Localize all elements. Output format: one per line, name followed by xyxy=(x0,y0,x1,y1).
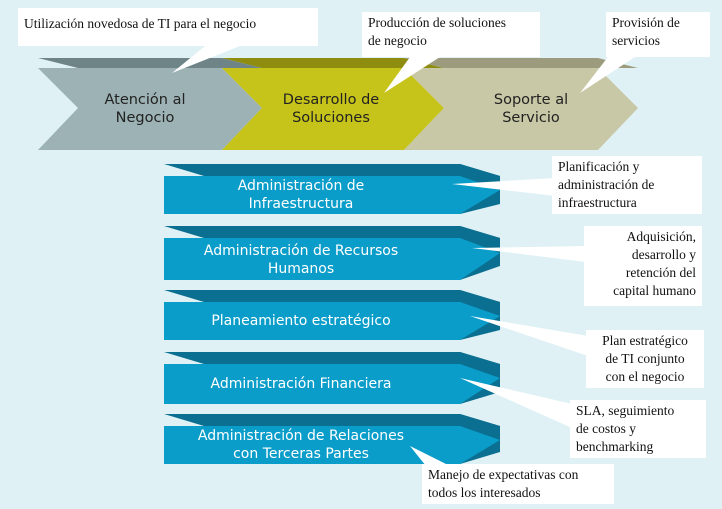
callout-text-produccion: Producción de soluciones de negocio xyxy=(368,15,506,48)
callout-pointer-provision xyxy=(580,57,635,93)
callout-pointer-planificacion xyxy=(452,178,556,196)
bar-administracion-relaciones xyxy=(164,414,500,464)
callout-text-planificacion: Planificación y administración de infrae… xyxy=(558,159,655,210)
bar-text-recursos-humanos: Administración de Recursos Humanos xyxy=(203,242,399,277)
callout-pointer-sla xyxy=(460,378,572,428)
callout-text-sla: SLA, seguimiento de costos y benchmarkin… xyxy=(576,403,675,454)
callout-text-adquisicion: Adquisición, desarrollo y retención del … xyxy=(613,229,696,298)
callout-manejo-expectativas: Manejo de expectativas con todos los int… xyxy=(422,464,614,504)
callout-pointer-manejo xyxy=(410,446,450,466)
callout-sla: SLA, seguimiento de costos y benchmarkin… xyxy=(570,400,706,458)
bar-text-financiera: Administración Financiera xyxy=(210,376,392,392)
bar-text-planeamiento: Planeamiento estratégico xyxy=(211,313,391,329)
callout-adquisicion: Adquisición, desarrollo y retención del … xyxy=(584,226,702,306)
callout-pointer-plan-estrategico xyxy=(470,316,588,356)
bar-administracion-financiera xyxy=(164,352,500,404)
bar-text-relaciones: Administración de Relaciones con Tercera… xyxy=(197,428,405,462)
callout-text-utilizacion: Utilización novedosa de TI para el negoc… xyxy=(24,16,257,31)
callout-pointer-adquisicion xyxy=(472,246,586,262)
callout-text-manejo: Manejo de expectativas con todos los int… xyxy=(428,467,579,500)
chevron-text-atencion: Atención al Negocio xyxy=(104,92,186,126)
callout-planificacion: Planificación y administración de infrae… xyxy=(552,156,702,214)
callout-pointer-utilizacion xyxy=(172,46,240,73)
chevron-soporte-servicio xyxy=(404,58,638,150)
bar-text-infraestructura: Administración de Infraestructura xyxy=(237,178,365,212)
chevron-label-desarrollo: Desarrollo de Soluciones xyxy=(256,86,406,132)
bar-label-recursos-humanos: Administración de Recursos Humanos xyxy=(168,239,434,280)
callout-produccion-soluciones: Producción de soluciones de negocio xyxy=(362,12,540,57)
bar-administracion-infraestructura xyxy=(164,164,500,214)
callout-plan-estrategico: Plan estratégico de TI conjunto con el n… xyxy=(586,330,704,388)
callout-text-provision: Provisión de servicios xyxy=(612,15,680,48)
bar-administracion-recursos-humanos xyxy=(164,226,500,280)
chevron-text-soporte: Soporte al Servicio xyxy=(493,92,569,126)
bar-label-planeamiento: Planeamiento estratégico xyxy=(168,302,434,340)
bar-label-financiera: Administración Financiera xyxy=(168,364,434,404)
callout-provision-servicios: Provisión de servicios xyxy=(606,12,710,57)
bar-label-infraestructura: Administración de Infraestructura xyxy=(168,176,434,214)
chevron-label-atencion: Atención al Negocio xyxy=(70,86,220,132)
bar-planeamiento-estrategico xyxy=(164,290,500,340)
callout-utilizacion-novedosa: Utilización novedosa de TI para el negoc… xyxy=(18,8,318,46)
callout-pointer-produccion xyxy=(384,57,440,93)
chevron-text-desarrollo: Desarrollo de Soluciones xyxy=(282,92,380,126)
chevron-label-soporte: Soporte al Servicio xyxy=(456,86,606,132)
callout-text-plan-estrategico: Plan estratégico de TI conjunto con el n… xyxy=(602,333,688,384)
chevron-atencion-negocio xyxy=(38,58,262,150)
bar-label-relaciones: Administración de Relaciones con Tercera… xyxy=(168,426,434,464)
